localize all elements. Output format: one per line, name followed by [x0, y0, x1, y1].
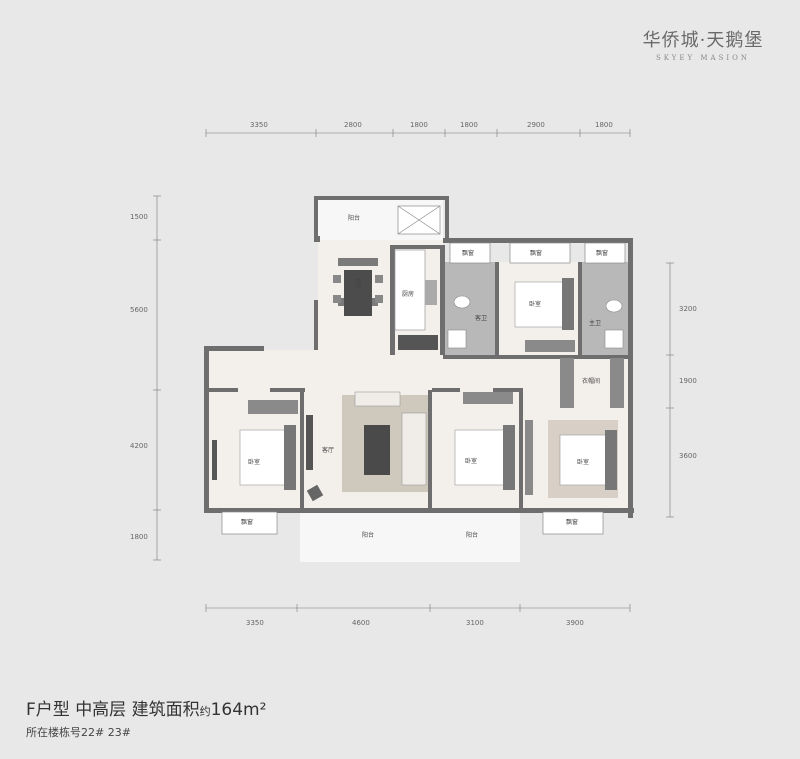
dim-bottom-2: 4600	[352, 619, 370, 627]
label-guest-bath: 客卫	[475, 314, 487, 322]
dim-left-2: 5600	[130, 306, 148, 314]
dim-top-1: 3350	[250, 121, 268, 129]
area-value: 164m²	[210, 700, 267, 720]
dim-top-2: 2800	[344, 121, 362, 129]
sofa-set	[306, 391, 427, 502]
floor-level: 中高层	[75, 700, 127, 720]
label-balcony-bottom-1: 阳台	[362, 531, 374, 539]
unit-type: F户型	[26, 700, 70, 720]
label-bedroom-master: 卧室	[577, 458, 589, 466]
dim-bottom-4: 3900	[566, 619, 584, 627]
area-approx: 约	[199, 705, 211, 718]
label-bay-left: 飘窗	[241, 518, 253, 526]
label-bay-1: 飘窗	[462, 249, 474, 257]
label-living: 客厅	[322, 446, 334, 454]
dim-top-5: 2900	[527, 121, 545, 129]
building-numbers: 所在楼栋号22# 23#	[26, 724, 131, 740]
label-bay-right: 飘窗	[566, 518, 578, 526]
floor-balcony-bottom	[300, 512, 520, 562]
bed-left	[212, 400, 298, 490]
label-bedroom-top: 卧室	[529, 300, 541, 308]
dim-top-3: 1800	[410, 121, 428, 129]
brand-logo: 华侨城·天鹅堡 SKYEY MASION	[628, 26, 778, 62]
buildings-label: 所在楼栋号	[26, 726, 81, 739]
label-closet: 衣帽间	[582, 377, 600, 385]
bed-mid	[454, 392, 515, 490]
dim-top-4: 1800	[460, 121, 478, 129]
bed-master	[525, 420, 617, 495]
dim-top-6: 1800	[595, 121, 613, 129]
bed-top	[514, 278, 575, 352]
label-master-bath: 主卫	[589, 319, 601, 327]
windows	[221, 205, 626, 535]
label-balcony-top: 阳台	[348, 214, 360, 222]
label-dining: 餐厅	[354, 278, 362, 290]
dim-right-1: 3200	[679, 305, 697, 313]
label-kitchen: 厨房	[402, 290, 414, 298]
bay-window-3	[584, 242, 626, 264]
label-bay-2: 飘窗	[530, 249, 542, 257]
dining-table	[333, 258, 383, 316]
dim-left-3: 4200	[130, 442, 148, 450]
walls	[204, 196, 634, 518]
beds	[212, 278, 617, 495]
bay-window-2	[509, 242, 571, 264]
buildings-value: 22# 23#	[81, 726, 131, 739]
dim-bottom-1: 3350	[246, 619, 264, 627]
bath-fixtures	[447, 295, 624, 349]
bay-window-right	[542, 511, 604, 535]
dimension-lines	[153, 129, 674, 612]
brand-subtitle: SKYEY MASION	[655, 54, 751, 62]
unit-summary: F户型 中高层 建筑面积约164m²	[26, 695, 266, 720]
label-bedroom-left: 卧室	[248, 458, 260, 466]
dim-bottom-3: 3100	[466, 619, 484, 627]
bay-window-left	[221, 511, 278, 535]
brand-name: 华侨城·天鹅堡	[642, 30, 764, 51]
label-balcony-bottom-2: 阳台	[466, 531, 478, 539]
area-label: 建筑面积	[131, 700, 200, 720]
dim-right-2: 1900	[679, 377, 697, 385]
kitchen-counter	[394, 249, 438, 350]
label-bedroom-mid: 卧室	[465, 457, 477, 465]
closet-racks	[560, 358, 624, 408]
bay-window-1	[449, 242, 491, 264]
dim-left-1: 1500	[130, 213, 148, 221]
label-bay-3: 飘窗	[596, 249, 608, 257]
dim-right-3: 3600	[679, 452, 697, 460]
dim-left-4: 1800	[130, 533, 148, 541]
